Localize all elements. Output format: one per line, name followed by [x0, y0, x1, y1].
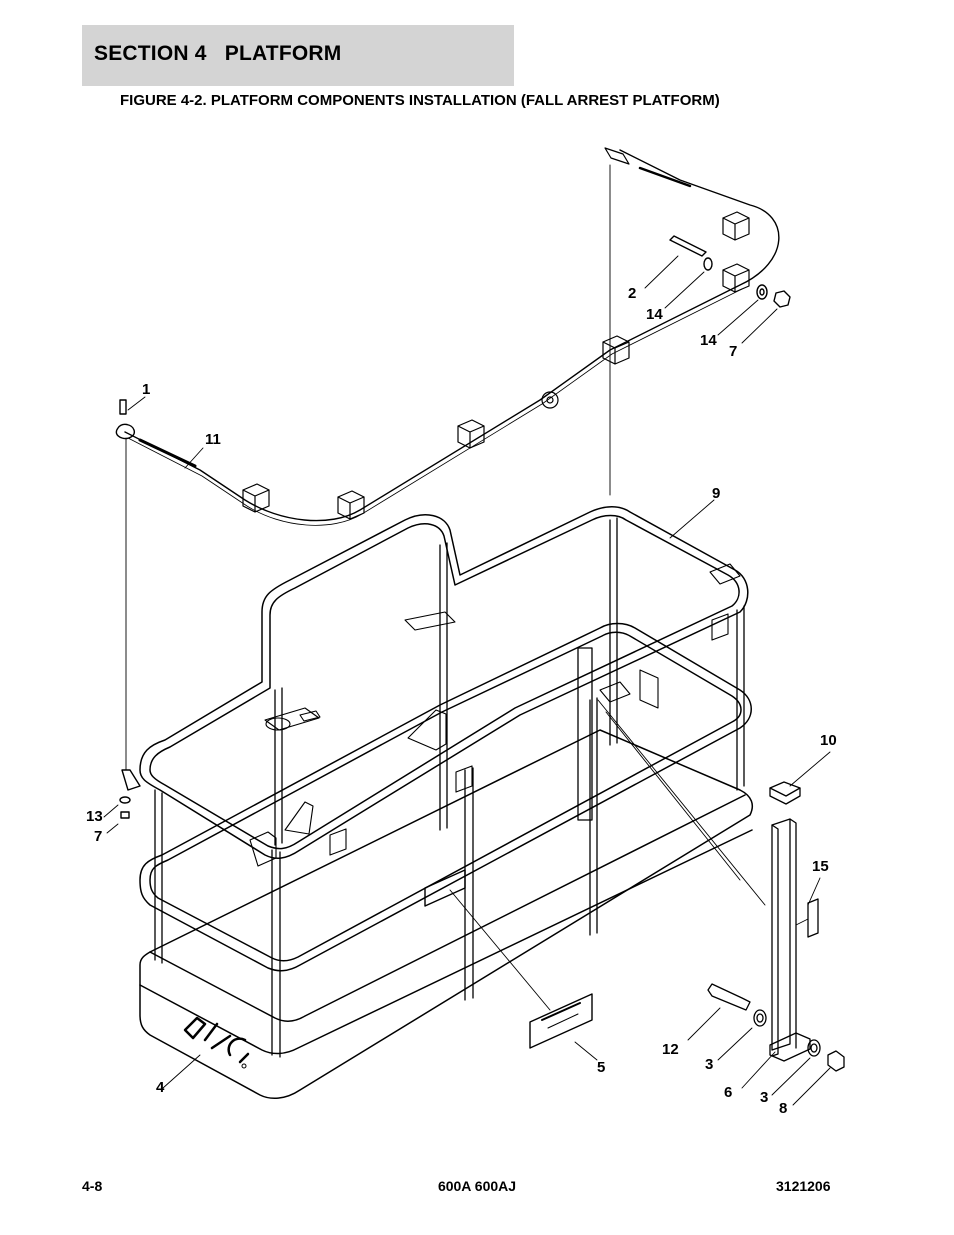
callout-13: 13 — [86, 808, 103, 825]
footer-doc-number: 3121206 — [776, 1178, 831, 1194]
platform-floor — [139, 729, 753, 1100]
platform-mid-rail — [139, 622, 752, 972]
callout-11: 11 — [205, 431, 221, 448]
figure-title: FIGURE 4-2. PLATFORM COMPONENTS INSTALLA… — [120, 92, 720, 109]
callout-12: 12 — [662, 1041, 679, 1058]
jlg-logo — [183, 1016, 250, 1069]
callout-14-lower: 14 — [700, 332, 717, 349]
callout-leaders — [103, 255, 831, 1106]
callout-5: 5 — [597, 1059, 606, 1076]
platform-posts — [154, 517, 745, 1058]
footer-model: 600A 600AJ — [437, 1178, 517, 1194]
callout-2: 2 — [628, 285, 637, 302]
callout-1: 1 — [142, 381, 151, 398]
callout-4: 4 — [156, 1079, 165, 1096]
lanyard-cable — [124, 149, 780, 526]
callout-3-left: 3 — [705, 1056, 714, 1073]
platform-top-rail — [139, 506, 749, 860]
cable-clamps — [242, 147, 750, 520]
left-anchor — [115, 399, 141, 819]
footer-page-number: 4-8 — [82, 1178, 103, 1194]
callout-7-upper: 7 — [729, 343, 738, 360]
callout-3-right: 3 — [760, 1089, 769, 1106]
callout-10: 10 — [820, 732, 837, 749]
callout-15: 15 — [812, 858, 829, 875]
platform-brackets — [249, 563, 741, 867]
callout-7-lower: 7 — [94, 828, 103, 845]
extension-post — [707, 781, 845, 1072]
decal-plate — [424, 699, 766, 1049]
callout-8: 8 — [779, 1100, 788, 1117]
section-header: SECTION 4 PLATFORM — [82, 25, 514, 86]
section-title: SECTION 4 PLATFORM — [94, 42, 342, 65]
callout-9: 9 — [712, 485, 721, 502]
callout-14-upper: 14 — [646, 306, 663, 323]
callout-6: 6 — [724, 1084, 733, 1101]
hardware-top-right — [669, 235, 791, 308]
